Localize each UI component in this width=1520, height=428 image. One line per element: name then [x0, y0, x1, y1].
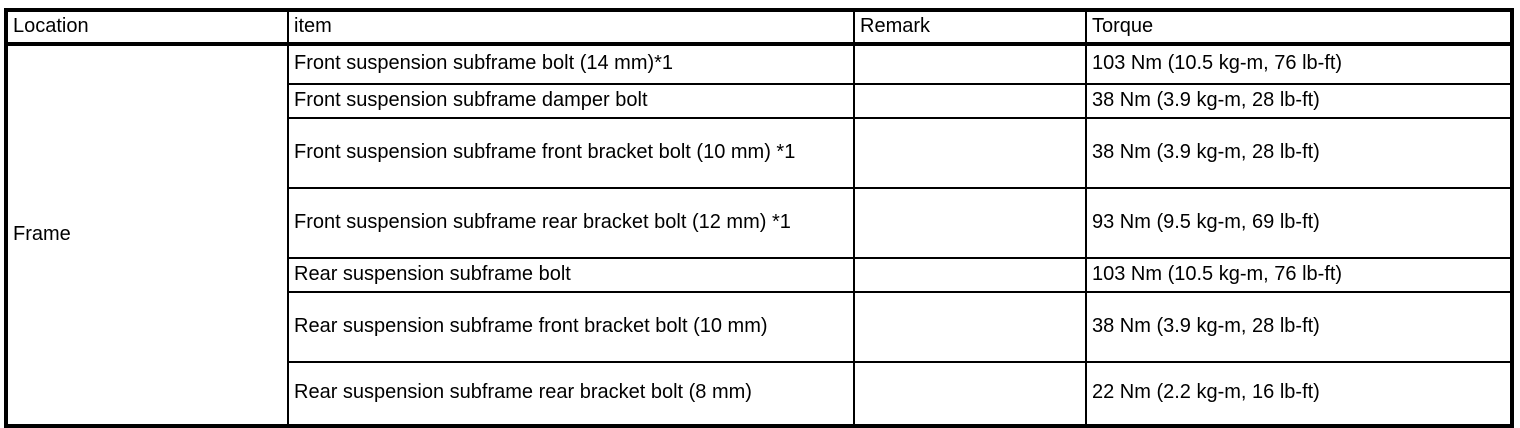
remark-cell — [853, 360, 1087, 427]
header-row: Location item Remark Torque — [5, 9, 1513, 46]
item-cell: Rear suspension subframe front bracket b… — [287, 290, 855, 363]
torque-cell: 38 Nm (3.9 kg-m, 28 lb-ft) — [1085, 290, 1513, 363]
item-cell: Front suspension subframe rear bracket b… — [287, 186, 855, 259]
table-row: Frame Front suspension subframe bolt (14… — [5, 42, 1513, 427]
torque-cell: 93 Nm (9.5 kg-m, 69 lb-ft) — [1085, 186, 1513, 259]
header-item: item — [287, 9, 855, 46]
item-cell: Rear suspension subframe bolt — [287, 256, 855, 293]
remark-cell — [853, 186, 1087, 259]
remark-cell — [853, 82, 1087, 119]
remark-cell — [853, 290, 1087, 363]
location-cell: Frame — [5, 42, 289, 427]
header-torque: Torque — [1085, 9, 1513, 46]
table-row: Front suspension subframe front bracket … — [6, 116, 1513, 189]
table-row: Rear suspension subframe rear bracket bo… — [6, 360, 1513, 427]
item-cell: Rear suspension subframe rear bracket bo… — [287, 360, 855, 427]
item-cell: Front suspension subframe front bracket … — [287, 116, 855, 189]
torque-cell: 38 Nm (3.9 kg-m, 28 lb-ft) — [1085, 82, 1513, 119]
remark-cell — [853, 256, 1087, 293]
table-row: Rear suspension subframe bolt 103 Nm (10… — [6, 256, 1513, 293]
item-cell: Front suspension subframe damper bolt — [287, 82, 855, 119]
header-remark: Remark — [853, 9, 1087, 46]
torque-cell: 103 Nm (10.5 kg-m, 76 lb-ft) — [1085, 42, 1513, 85]
item-cell: Front suspension subframe bolt (14 mm)*1 — [287, 42, 855, 85]
header-location: Location — [5, 9, 289, 46]
remark-cell — [853, 42, 1087, 85]
torque-cell: 22 Nm (2.2 kg-m, 16 lb-ft) — [1085, 360, 1513, 427]
torque-cell: 38 Nm (3.9 kg-m, 28 lb-ft) — [1085, 116, 1513, 189]
table-row: Rear suspension subframe front bracket b… — [6, 290, 1513, 363]
remark-cell — [853, 116, 1087, 189]
table-row: Front suspension subframe rear bracket b… — [6, 186, 1513, 259]
torque-spec-table: Location item Remark Torque Frame Front … — [4, 8, 1514, 428]
torque-cell: 103 Nm (10.5 kg-m, 76 lb-ft) — [1085, 256, 1513, 293]
table-row: Front suspension subframe damper bolt 38… — [6, 82, 1513, 119]
